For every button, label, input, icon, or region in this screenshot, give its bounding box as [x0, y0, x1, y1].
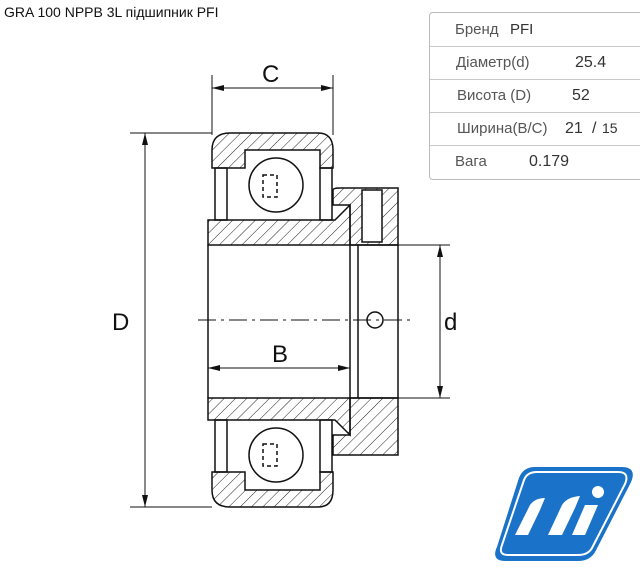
width-b-value: 21: [565, 120, 583, 137]
spec-row-width: Ширина(B/C) 21 / 15: [430, 112, 640, 146]
diameter-label: Діаметр(d): [456, 54, 530, 71]
page-title: GRA 100 NPPB 3L підшипник PFI: [4, 4, 219, 20]
outer-ring-top: [211, 132, 334, 169]
spec-row-weight: Вага 0.179: [430, 145, 640, 178]
ball-top: [248, 157, 304, 213]
height-value: 52: [572, 87, 590, 104]
label-c: C: [262, 61, 279, 88]
outer-ring-bottom: [211, 471, 334, 508]
brand-value: PFI: [510, 21, 534, 38]
width-c-value: 15: [602, 120, 618, 136]
label-bore-diameter: d: [444, 309, 457, 336]
weight-value: 0.179: [529, 153, 570, 170]
pfi-logo: [495, 467, 633, 561]
width-separator: /: [592, 120, 597, 137]
spec-row-diameter: Діаметр(d) 25.4: [430, 46, 640, 80]
spec-table: Бренд PFI Діаметр(d) 25.4 Висота (D) 52 …: [429, 12, 640, 180]
width-label: Ширина(B/C): [457, 120, 548, 137]
height-label: Висота (D): [457, 87, 532, 104]
weight-label: Вага: [455, 153, 487, 170]
spec-row-height: Висота (D) 52: [430, 79, 640, 113]
brand-label: Бренд: [455, 21, 499, 38]
label-outer-diameter: D: [112, 309, 129, 336]
collar-body: [349, 244, 399, 399]
diameter-value: 25.4: [575, 54, 607, 71]
ball-bottom: [248, 427, 304, 483]
spec-row-brand: Бренд PFI: [430, 13, 640, 47]
label-b: B: [272, 341, 288, 368]
